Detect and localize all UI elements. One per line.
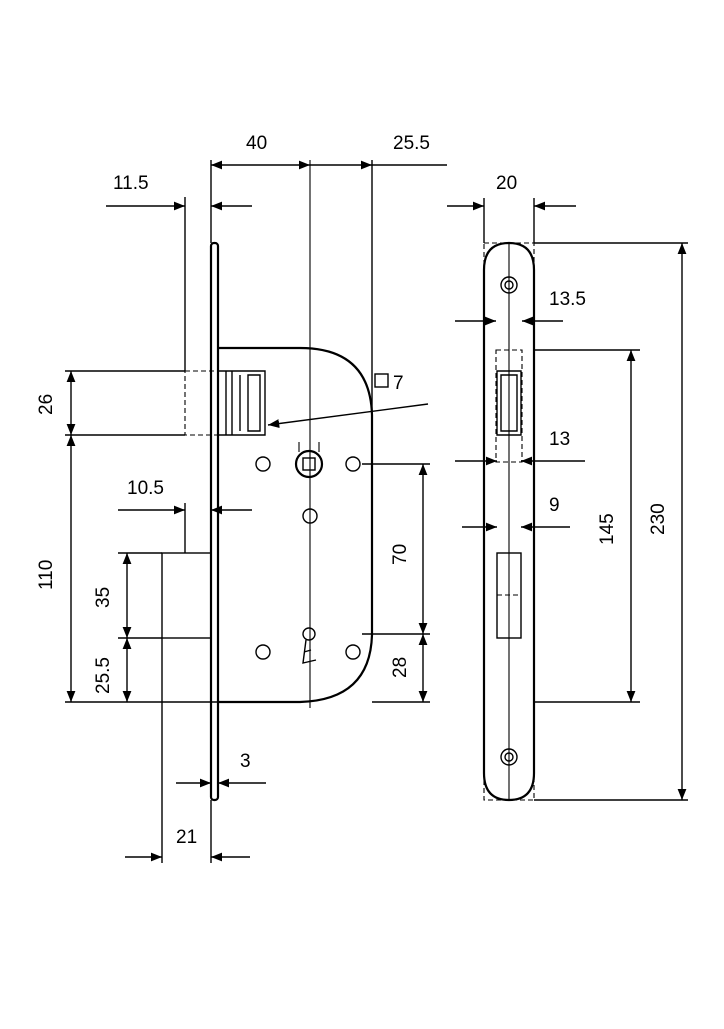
dim-230: 230 (648, 503, 669, 535)
dim-10-5: 10.5 (127, 478, 164, 499)
screw-hole-bottom-left (255, 644, 271, 660)
front-view-dimensions: 20 13.5 13 9 145 230 (447, 173, 688, 801)
follower-hub (294, 449, 324, 479)
dim-70: 70 (390, 544, 411, 565)
faceplate-front-view (482, 241, 536, 802)
dim-13: 13 (549, 429, 570, 450)
dim-7: 7 (393, 373, 404, 394)
dead-bolt (161, 552, 212, 639)
dim-145: 145 (597, 513, 618, 545)
screw-hole-top-left (255, 456, 271, 472)
latch-bolt (218, 370, 266, 436)
dim-28: 28 (390, 657, 411, 678)
dim-110: 110 (36, 560, 57, 590)
faceplate (209, 241, 220, 802)
dim-35: 35 (93, 587, 114, 608)
latch-window (496, 370, 522, 436)
side-view-dimensions: 40 25.5 11.5 26 7 10.5 110 35 (36, 133, 447, 863)
dim-20: 20 (496, 173, 517, 194)
dim-21: 21 (176, 827, 197, 848)
dim-11-5: 11.5 (113, 173, 149, 194)
dim-3: 3 (240, 751, 251, 772)
latch-bolt-extended (184, 370, 219, 436)
faceplate-front (482, 241, 536, 802)
square-symbol (374, 373, 389, 388)
lock-case (218, 346, 374, 704)
dim-40: 40 (246, 133, 267, 154)
dim-25-5-left: 25.5 (93, 657, 114, 694)
dim-13-5: 13.5 (549, 289, 586, 310)
lock-side-view (161, 160, 429, 802)
dim-25-5-top: 25.5 (393, 133, 430, 154)
dim-9: 9 (549, 495, 560, 516)
screw-hole-top-right (345, 456, 361, 472)
dim-26: 26 (36, 394, 57, 415)
screw-hole-bottom-right (345, 644, 361, 660)
spindle-square (302, 457, 316, 471)
